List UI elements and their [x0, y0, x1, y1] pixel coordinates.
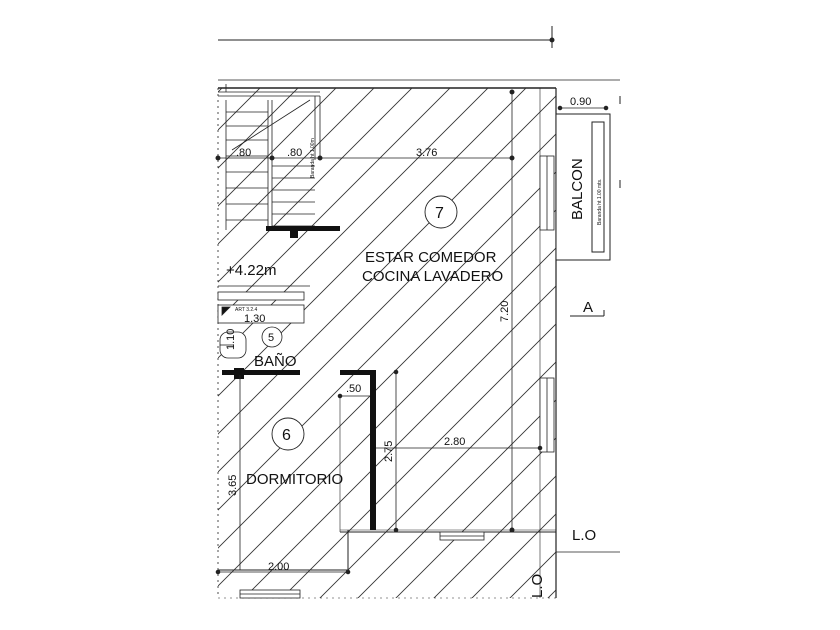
living-number: 7 [435, 205, 444, 222]
dim-130: 1.30 [244, 313, 265, 325]
staircase [218, 84, 321, 230]
dim-line-275 [393, 369, 399, 533]
window-lower [539, 377, 555, 453]
hatch-line [218, 133, 556, 473]
walls [222, 226, 376, 530]
dim-080-b: .80 [287, 147, 302, 159]
hatch-line [218, 88, 337, 207]
hatch-line [218, 88, 413, 283]
dim-line-720 [509, 89, 515, 533]
bathroom-label: BAÑO [254, 353, 297, 370]
hatch-line [471, 513, 556, 598]
bedroom-label: DORMITORIO [246, 471, 343, 488]
balcony [555, 105, 611, 261]
hatch-line [218, 88, 299, 169]
bedroom-number: 6 [282, 427, 291, 444]
hatch-line [218, 209, 556, 549]
art-note: ART 3.2.4 [235, 307, 258, 313]
dim-090: 0.90 [570, 96, 591, 108]
hatch-line [243, 285, 556, 598]
hatch-line [433, 475, 556, 598]
hatch-line [0, 0, 158, 600]
dim-275: 2.75 [383, 441, 395, 462]
dim-080-a: .80 [236, 147, 251, 159]
hatch-line [218, 88, 527, 397]
dim-365: 3.65 [227, 475, 239, 496]
hatch-line [0, 0, 196, 600]
top-dimension-line [215, 155, 515, 161]
dim-line-050 [337, 393, 370, 399]
hatch-line [584, 0, 840, 600]
window-upper [539, 155, 555, 231]
diagonal-hatch [0, 0, 840, 600]
floor-level: +4.22m [226, 262, 276, 279]
window-bottom-bedroom [239, 589, 301, 599]
hatch-line [218, 88, 375, 245]
living-label-line2: COCINA LAVADERO [362, 268, 503, 285]
hatch-line [319, 361, 556, 598]
bedroom-number-circle [271, 417, 305, 451]
hatch-line [395, 437, 556, 598]
dim-376: 3.76 [416, 147, 437, 159]
dim-200: 2.00 [268, 561, 289, 573]
bathroom-number: 5 [268, 332, 274, 344]
hatch-line [509, 551, 556, 598]
hatch-line [357, 399, 556, 598]
hatch-line [218, 88, 261, 131]
hatch-line [218, 171, 556, 511]
living-number-circle [424, 195, 458, 229]
hatch-line [218, 247, 556, 587]
dim-line-200 [215, 569, 351, 575]
hatch-line [218, 95, 556, 435]
living-label-line1: ESTAR COMEDOR [365, 249, 497, 266]
bathroom-number-circle [261, 326, 283, 348]
window-bottom-living [439, 531, 485, 541]
section-label: A [583, 299, 593, 316]
hatch-line [281, 323, 556, 598]
bathroom-fixtures [217, 291, 305, 359]
section-marker [570, 310, 605, 317]
hatch-line [0, 0, 234, 600]
lo-label-bottom: L.O [572, 527, 596, 544]
dim-050: .50 [346, 383, 361, 395]
balcony-label: BALCON [569, 158, 586, 220]
dim-110: 1.10 [225, 329, 237, 350]
lo-label-vertical: L.O [529, 574, 546, 598]
dim-line-280 [376, 445, 543, 451]
dim-280: 2.80 [444, 436, 465, 448]
hatch-line [0, 0, 120, 600]
balcony-railing-note: Baranda ht 1.00 mts. [597, 179, 603, 225]
top-reference-lines [218, 26, 620, 89]
dim-720: 7.20 [499, 301, 511, 322]
